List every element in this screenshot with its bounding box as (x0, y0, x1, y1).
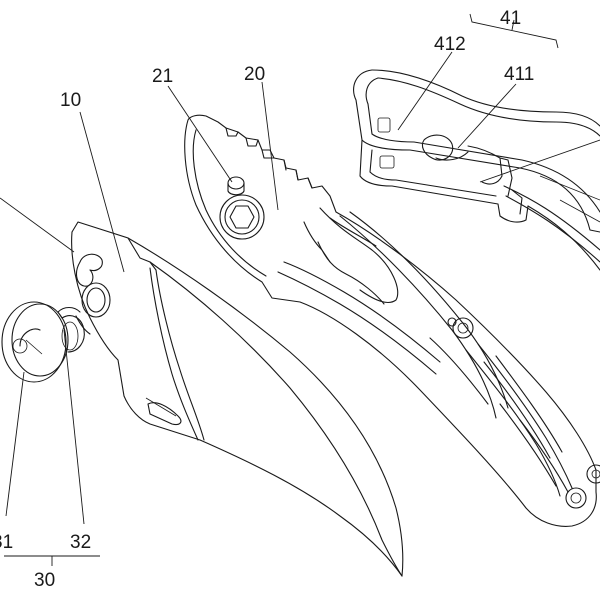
label-41: 41 (500, 8, 521, 29)
label-31: 31 (0, 532, 13, 553)
liner-part-20 (184, 114, 600, 527)
blade-part-10 (71, 221, 404, 577)
clip-part-41 (353, 69, 600, 271)
label-412: 412 (434, 34, 466, 55)
leader-lines (0, 13, 600, 566)
part-labels: 41 412 411 21 20 10 31 32 30 (0, 8, 534, 591)
pivot-screw-part-30 (1, 301, 85, 383)
label-20: 20 (244, 64, 265, 85)
label-32: 32 (70, 532, 91, 553)
label-30: 30 (34, 570, 55, 591)
label-10: 10 (60, 90, 81, 111)
label-21: 21 (152, 66, 173, 87)
label-411: 411 (504, 64, 534, 85)
